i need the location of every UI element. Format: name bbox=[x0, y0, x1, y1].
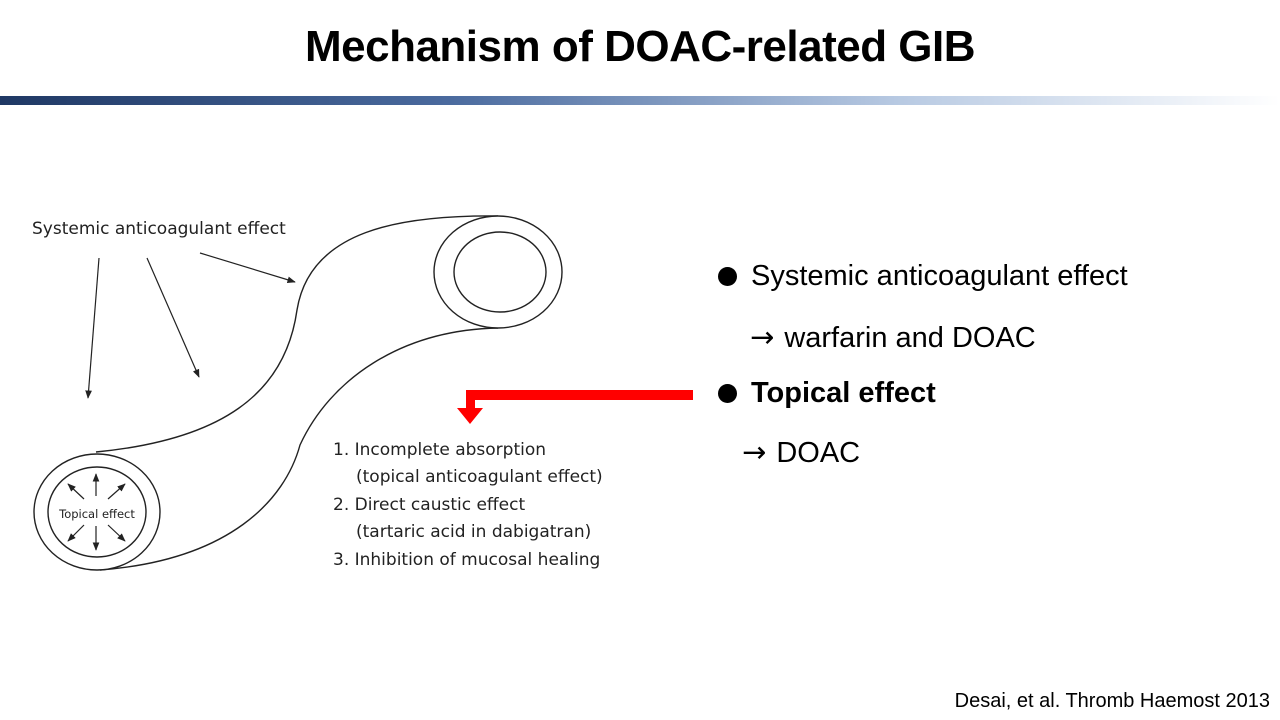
bullet-sub-item: → warfarin and DOAC bbox=[750, 320, 1036, 355]
systemic-effect-arrows bbox=[85, 252, 296, 399]
bullet-sub-text: warfarin and DOAC bbox=[784, 322, 1036, 354]
mechanism-item: 1. Incomplete absorption bbox=[333, 440, 546, 460]
slide-title: Mechanism of DOAC-related GIB bbox=[304, 22, 976, 71]
tube-outer-wall bbox=[95, 215, 499, 453]
bullet-text: Systemic anticoagulant effect bbox=[751, 260, 1128, 292]
title-underline bbox=[0, 96, 1280, 105]
mechanism-item: (topical anticoagulant effect) bbox=[356, 467, 603, 487]
mechanism-item: 2. Direct caustic effect bbox=[333, 495, 525, 515]
mechanism-item: 3. Inhibition of mucosal healing bbox=[333, 550, 600, 570]
systemic-effect-label: Systemic anticoagulant effect bbox=[32, 219, 286, 239]
bullet-text: Topical effect bbox=[751, 377, 936, 409]
bullet-item: Topical effect bbox=[718, 377, 936, 410]
bullet-sub-item: → DOAC bbox=[742, 435, 860, 470]
bullet-dot-icon bbox=[718, 267, 737, 286]
bullet-item: Systemic anticoagulant effect bbox=[718, 260, 1128, 293]
tube-inner-wall bbox=[99, 327, 499, 571]
lumen-label: Topical effect bbox=[58, 507, 135, 521]
mechanism-list: 1. Incomplete absorption (topical antico… bbox=[333, 440, 603, 570]
red-pointer-arrow bbox=[457, 390, 693, 424]
right-arrow-icon: → bbox=[750, 320, 775, 354]
bullet-dot-icon bbox=[718, 384, 737, 403]
right-arrow-icon: → bbox=[742, 435, 767, 469]
mechanism-item: (tartaric acid in dabigatran) bbox=[356, 522, 591, 542]
bullet-sub-text: DOAC bbox=[776, 437, 861, 469]
upper-cross-section-inner bbox=[453, 231, 547, 313]
citation: Desai, et al. Thromb Haemost 2013 bbox=[954, 690, 1270, 712]
topical-effect-arrows bbox=[67, 473, 126, 551]
